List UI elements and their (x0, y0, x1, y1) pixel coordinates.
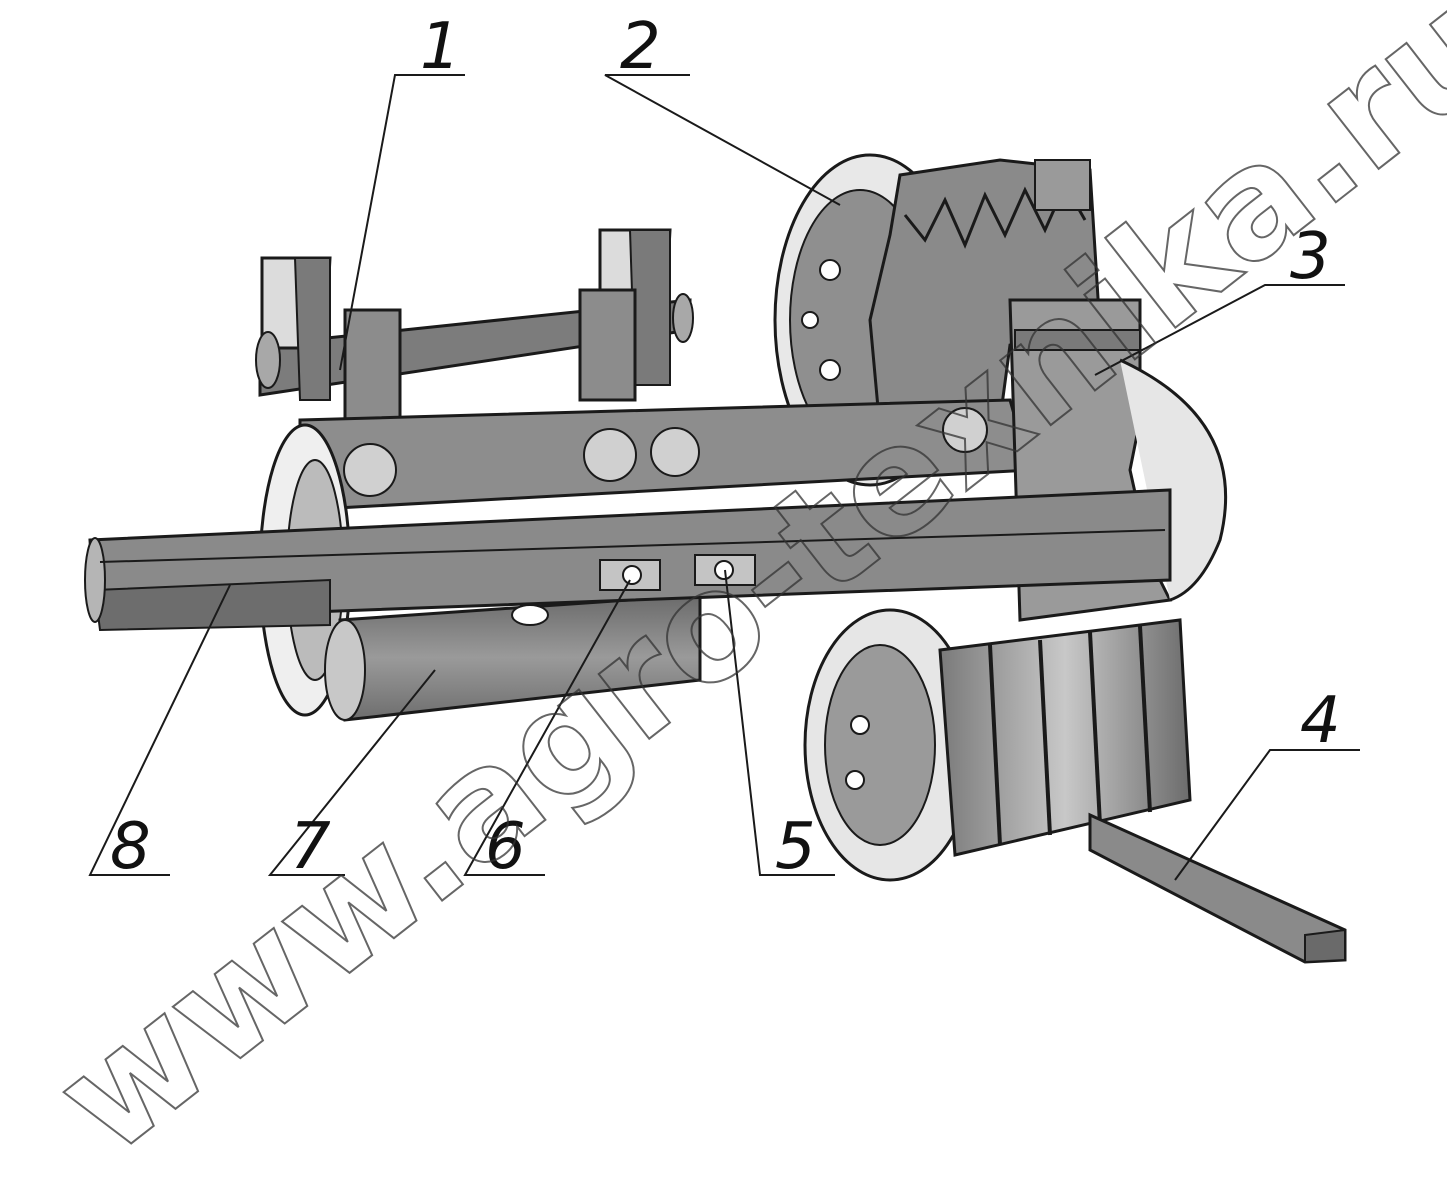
callout-6: 6 (485, 810, 526, 884)
callout-3: 3 (1290, 220, 1331, 294)
tensioner-bracket (255, 228, 694, 422)
callout-8: 8 (110, 810, 151, 884)
bearing-6 (599, 559, 661, 591)
upper-housing (298, 398, 1032, 512)
drive-key (1088, 812, 1347, 964)
upper-pulley (773, 153, 1102, 487)
callout-7: 7 (290, 810, 331, 884)
callout-5: 5 (775, 810, 816, 884)
callout-labels: 1 2 3 4 5 6 7 8 (110, 10, 1341, 884)
leader-lines (88, 74, 1360, 881)
main-shaft (84, 488, 1172, 632)
callout-1: 1 (420, 10, 461, 84)
callout-4: 4 (1300, 684, 1341, 758)
lower-pulley (803, 608, 1192, 882)
callout-2: 2 (620, 10, 661, 84)
